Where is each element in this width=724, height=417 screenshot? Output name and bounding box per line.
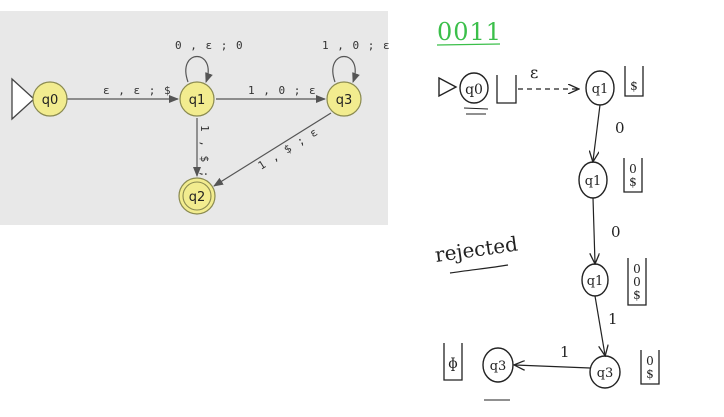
state-q0: q0: [32, 81, 68, 117]
label-q1-loop: 0 , ε ; 0: [175, 39, 244, 52]
trace-arrow-label-4: 1: [560, 343, 570, 361]
state-q3: q3: [326, 81, 362, 117]
trace-stack-1: [624, 66, 644, 97]
trace-stack-4: [640, 350, 660, 385]
trace-state-label-4: q3: [597, 366, 614, 381]
trace-stack-2: [623, 158, 643, 193]
trace-stack-item: 0: [633, 275, 641, 289]
trace-stack-item: $: [630, 79, 638, 93]
state-q2-accepting: q2: [178, 177, 216, 215]
trace-stack-start: [496, 75, 517, 104]
trace-stack-3: [627, 258, 647, 306]
trace-stack-item: 0: [629, 162, 637, 176]
trace-state-3: [581, 263, 609, 297]
trace-start-marker: [438, 76, 458, 98]
trace-stack-item: $: [629, 175, 637, 189]
first-arrow-label: ε: [530, 63, 538, 82]
trace-stack-item: 0: [633, 262, 641, 276]
trace-arrow-2: [593, 197, 595, 263]
input-underline: [436, 43, 501, 46]
verdict-text: rejected: [433, 232, 519, 267]
state-q0-label: q0: [42, 93, 59, 108]
state-q1-label: q1: [189, 93, 206, 108]
trace-state-label-5: q3: [490, 359, 507, 374]
state-q1: q1: [179, 81, 215, 117]
trace-arrow-3: [594, 295, 605, 355]
trace-state-1: [585, 70, 615, 106]
pda-diagram: ε , ε ; $ 0 , ε ; 0 1 , 0 ; ε 1 , 0 ; ε …: [0, 11, 391, 225]
label-q1-q3: 1 , 0 ; ε: [248, 84, 317, 97]
trace-stack-item: $: [633, 288, 641, 302]
trace-state-start: [459, 72, 489, 104]
trace-state-label-2: q1: [585, 174, 602, 189]
label-q0-q1: ε , ε ; $: [103, 84, 172, 97]
trace-stack-item: $: [646, 367, 654, 381]
trace-state-label-3: q1: [587, 274, 604, 289]
state-q3-label: q3: [336, 93, 353, 108]
trace-state-5: [482, 347, 514, 383]
label-q1-q2: 1 , $ ; ε: [198, 125, 211, 194]
trace-arrow-label-2: 0: [611, 223, 621, 241]
trace-state-2: [578, 161, 608, 199]
trace-state-4: [589, 355, 621, 389]
edge-q3-q2: [213, 112, 332, 187]
trace-stack-item: 0: [646, 354, 654, 368]
start-underline: [463, 107, 489, 115]
trace-arrow-1: [593, 104, 601, 161]
input-string: 0011: [437, 18, 502, 46]
trace-state-label-1: q1: [592, 82, 609, 97]
trace-arrow-4: [515, 365, 591, 368]
trace-arrow-label-3: 1: [608, 310, 618, 328]
verdict-underline: [449, 264, 509, 274]
loop-q3: [332, 56, 360, 83]
trace-arrow-label-1: 0: [615, 119, 625, 137]
dead-stack: [443, 343, 463, 381]
start-state-marker: [11, 77, 35, 121]
trace-state-start-label: q0: [465, 82, 483, 98]
loop-q1: [185, 56, 213, 83]
state-q2-label: q2: [189, 190, 206, 205]
label-q3-loop: 1 , 0 ; ε: [322, 39, 391, 52]
dead-stack-contents: ɸ: [448, 356, 458, 372]
